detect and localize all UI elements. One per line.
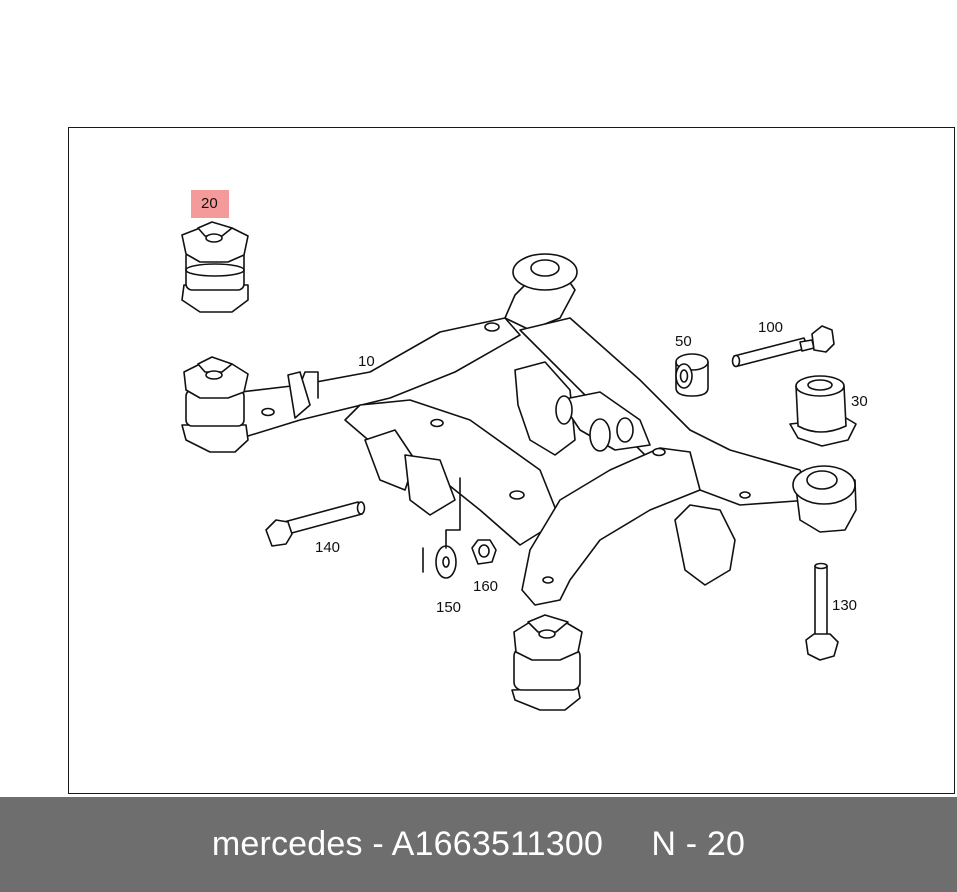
mount-bushing-20 bbox=[181, 221, 249, 313]
footer-bar: mercedes - A1663511300 N - 20 bbox=[0, 797, 957, 892]
callout-100: 100 bbox=[758, 319, 784, 336]
subframe-diagram bbox=[181, 221, 857, 711]
subframe-mount-rear-right bbox=[512, 253, 578, 291]
mount-bushing-left bbox=[181, 356, 249, 453]
callout-20-highlighted: 20 bbox=[191, 190, 229, 218]
callout-150: 150 bbox=[436, 599, 462, 616]
subframe-mount-front-right bbox=[792, 465, 857, 533]
callout-10: 10 bbox=[358, 353, 375, 370]
callout-140: 140 bbox=[315, 539, 341, 556]
rear-subframe bbox=[189, 267, 811, 606]
brand-name: mercedes bbox=[211, 825, 363, 863]
bushing-30 bbox=[789, 375, 857, 447]
callout-50: 50 bbox=[675, 333, 692, 350]
callout-130: 130 bbox=[832, 597, 858, 614]
bolt-130 bbox=[805, 562, 839, 661]
callout-30: 30 bbox=[851, 393, 868, 410]
callout-160: 160 bbox=[473, 578, 499, 595]
footer-caption: mercedes - A1663511300 N - 20 bbox=[212, 825, 745, 864]
washer-150 bbox=[422, 477, 461, 579]
nut-160 bbox=[471, 539, 497, 565]
bushing-50 bbox=[675, 353, 709, 397]
caption-gap bbox=[603, 825, 651, 863]
caption-separator: - bbox=[362, 825, 392, 863]
part-number: A1663511300 bbox=[391, 825, 604, 863]
mount-bushing-front bbox=[511, 614, 583, 711]
position-label: N - 20 bbox=[651, 825, 746, 863]
bolt-140 bbox=[265, 501, 366, 547]
bolt-100 bbox=[731, 325, 835, 368]
